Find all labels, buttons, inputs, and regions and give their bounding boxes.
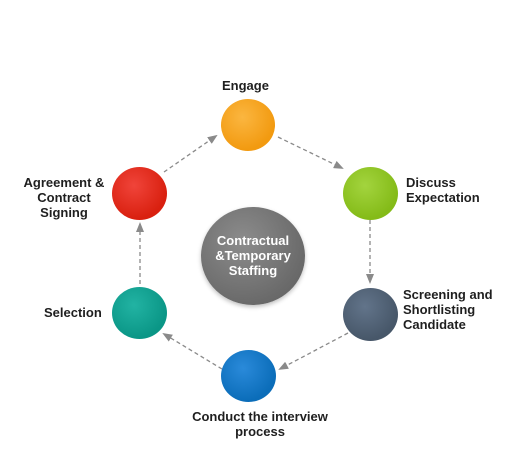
arrow-interview-to-selection xyxy=(162,332,223,370)
step-engage-label: Engage xyxy=(222,78,269,93)
step-selection-label: Selection xyxy=(44,305,102,320)
step-agreement-label: Agreement & Contract Signing xyxy=(23,175,105,220)
center-hub xyxy=(201,207,305,305)
step-interview-circle xyxy=(221,350,276,402)
arrow-agreement-to-engage xyxy=(163,134,218,173)
step-selection-circle xyxy=(112,287,167,339)
step-interview-label: Conduct the interview process xyxy=(192,409,328,439)
arrow-screening-to-interview xyxy=(278,332,349,370)
arrow-engage-to-discuss xyxy=(277,136,344,169)
step-discuss-label: Discuss Expectation xyxy=(406,175,480,205)
step-screening-circle xyxy=(343,288,398,341)
step-screening-label: Screening and Shortlisting Candidate xyxy=(403,287,493,332)
step-engage-circle xyxy=(221,99,275,151)
step-discuss-circle xyxy=(343,167,398,220)
step-agreement-circle xyxy=(112,167,167,220)
center-hub-label: Contractual &Temporary Staffing xyxy=(215,233,291,278)
